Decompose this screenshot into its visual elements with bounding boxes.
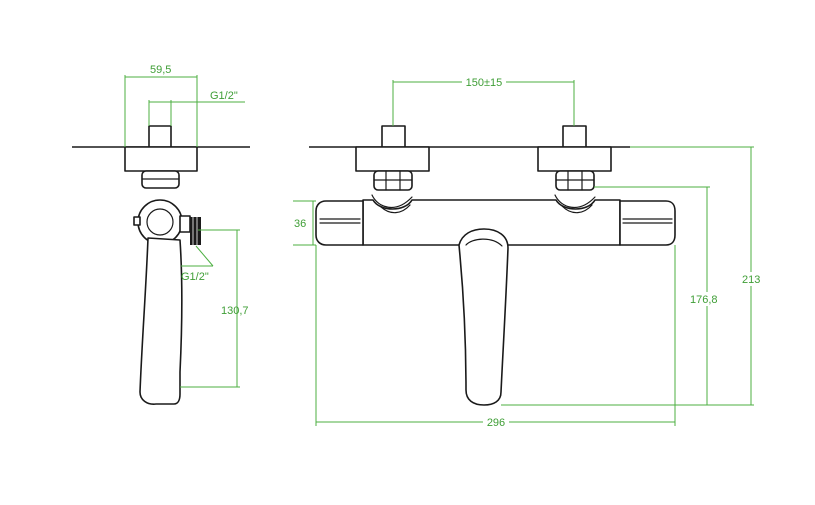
side-body xyxy=(137,199,183,245)
side-view xyxy=(72,125,250,405)
front-view xyxy=(309,125,676,406)
side-outlet-connector xyxy=(179,215,191,233)
front-left-nipple xyxy=(381,125,406,148)
dim-front-total-width: 296 xyxy=(487,417,505,429)
front-spout xyxy=(458,228,509,406)
dim-front-body-height: 36 xyxy=(294,218,306,230)
front-right-nipple xyxy=(562,125,587,148)
dim-front-centers: 150±15 xyxy=(466,77,503,89)
side-inlet-nipple xyxy=(148,125,172,148)
side-screw xyxy=(133,216,141,226)
front-right-flange xyxy=(537,146,612,172)
front-dimensions: 150±15 36 176,8 213 296 xyxy=(293,75,765,429)
side-wall-flange xyxy=(124,146,198,172)
side-spout xyxy=(139,237,183,405)
front-left-flange xyxy=(355,146,430,172)
side-outlet-thread xyxy=(190,217,201,245)
side-dimensions: 59,5 G1/2" G1/2" 130,7 xyxy=(124,64,249,388)
front-mixer-body xyxy=(362,199,621,246)
dim-side-height: 130,7 xyxy=(221,305,249,317)
dim-side-width: 59,5 xyxy=(150,64,171,76)
dim-front-total-height: 213 xyxy=(742,274,760,286)
dim-front-spout-height: 176,8 xyxy=(690,294,718,306)
dim-side-outlet-thread: G1/2" xyxy=(181,271,209,283)
dim-side-inlet-thread: G1/2" xyxy=(210,90,238,102)
